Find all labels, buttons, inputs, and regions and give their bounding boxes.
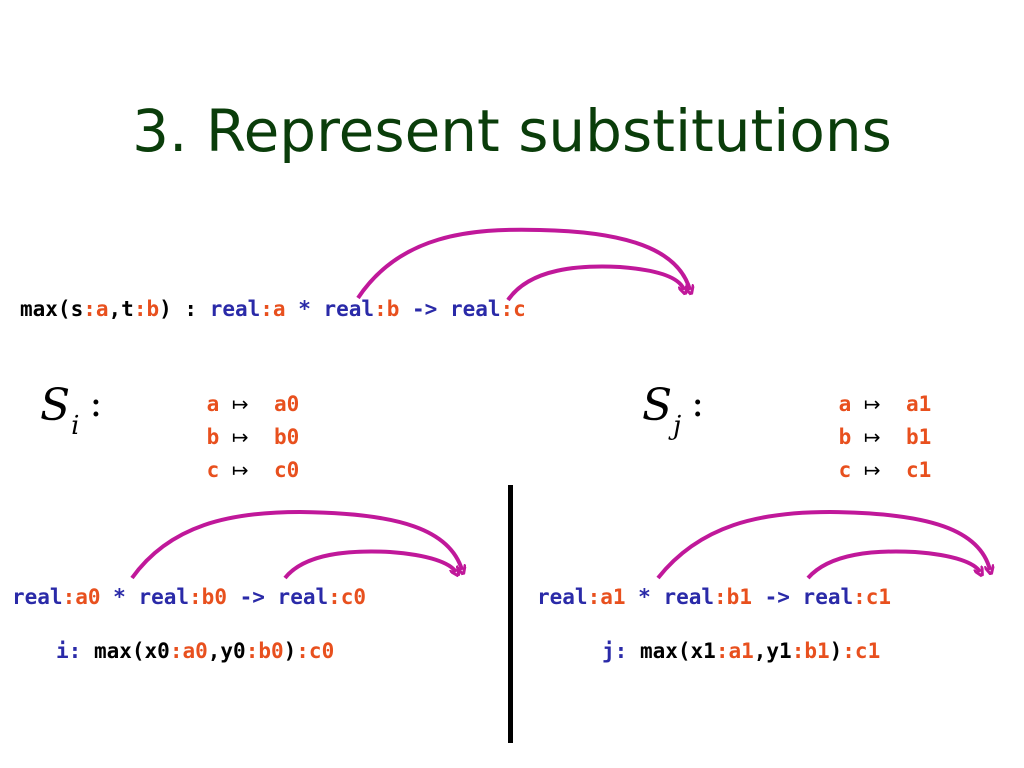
right-type-token: * bbox=[625, 585, 664, 609]
arrow-a0-to-c0 bbox=[130, 509, 462, 580]
signature-token: ) : bbox=[159, 297, 210, 321]
left-instance-token: i: bbox=[56, 639, 82, 663]
left-type-token: real bbox=[138, 585, 190, 609]
left-type-token: real bbox=[12, 585, 63, 609]
subst-i-colon: : bbox=[89, 381, 103, 425]
right-instance-token: ) bbox=[829, 639, 843, 663]
left-instance-token: :a0 bbox=[169, 639, 208, 663]
right-instance-signature: j: max(x1:a1,y1:b1):c1 bbox=[602, 638, 880, 664]
right-instance-token: j: bbox=[602, 639, 628, 663]
max-signature: max(s:a,t:b) : real:a * real:b -> real:c bbox=[20, 296, 526, 322]
signature-token: real bbox=[449, 297, 501, 321]
left-instantiated-type: real:a0 * real:b0 -> real:c0 bbox=[12, 584, 366, 610]
subst-i-row-b: b ↦ b0 bbox=[206, 425, 300, 449]
subst-j-row-b: b ↦ b1 bbox=[838, 425, 932, 449]
right-type-token: real bbox=[663, 585, 715, 609]
subst-i-index: i bbox=[71, 411, 80, 441]
left-type-token: -> bbox=[226, 585, 278, 609]
signature-token: max(s bbox=[20, 297, 84, 321]
subst-i-symbol: S bbox=[40, 380, 71, 431]
signature-token: -> bbox=[399, 297, 450, 321]
subst-j-row-c: c ↦ c1 bbox=[838, 458, 932, 482]
left-instance-signature: i: max(x0:a0,y0:b0):c0 bbox=[56, 638, 334, 664]
signature-token: :b bbox=[374, 297, 400, 321]
signature-token: :b bbox=[133, 297, 160, 321]
signature-token: :a bbox=[260, 297, 286, 321]
slide-title: 3. Represent substitutions bbox=[132, 97, 892, 165]
left-instance-token: ) bbox=[283, 639, 297, 663]
left-type-token: :a0 bbox=[62, 585, 101, 609]
arrow-b-to-c bbox=[506, 264, 684, 302]
left-type-token: :c0 bbox=[328, 585, 367, 609]
arrow-b1-to-c1 bbox=[806, 549, 980, 580]
signature-token: ,t bbox=[108, 297, 134, 321]
arrow-a-to-c bbox=[356, 227, 690, 300]
subst-i-label: Si: bbox=[40, 380, 103, 441]
left-instance-token: :c0 bbox=[296, 639, 335, 663]
vertical-divider bbox=[508, 485, 513, 743]
right-type-token: real bbox=[802, 585, 854, 609]
subst-i-row-c: c ↦ c0 bbox=[206, 458, 300, 482]
left-type-token: * bbox=[100, 585, 139, 609]
right-instance-token: :c1 bbox=[842, 639, 881, 663]
signature-token: real bbox=[209, 297, 261, 321]
signature-token: real bbox=[323, 297, 375, 321]
signature-token: :c bbox=[500, 297, 526, 321]
subst-j-label: Sj: bbox=[642, 380, 705, 441]
right-instance-token: max(x1 bbox=[627, 639, 716, 663]
left-instance-token: ,y0 bbox=[207, 639, 246, 663]
arrow-b0-to-c0 bbox=[283, 549, 456, 580]
right-type-token: real bbox=[537, 585, 588, 609]
subst-j-row-a: a ↦ a1 bbox=[838, 392, 932, 416]
signature-token: :a bbox=[83, 297, 109, 321]
right-instance-token: :b1 bbox=[791, 639, 830, 663]
left-type-token: real bbox=[277, 585, 329, 609]
left-instance-token: max(x0 bbox=[81, 639, 170, 663]
arrow-a1-to-c1 bbox=[656, 509, 990, 580]
left-instance-token: :b0 bbox=[245, 639, 284, 663]
right-instance-token: :a1 bbox=[715, 639, 754, 663]
right-type-token: -> bbox=[751, 585, 803, 609]
subst-j-symbol: S bbox=[642, 380, 673, 431]
signature-token: * bbox=[285, 297, 324, 321]
subst-i-row-a: a ↦ a0 bbox=[206, 392, 300, 416]
right-instance-token: ,y1 bbox=[753, 639, 792, 663]
right-type-token: :a1 bbox=[587, 585, 626, 609]
subst-j-index: j bbox=[673, 411, 682, 441]
subst-j-colon: : bbox=[691, 381, 705, 425]
right-type-token: :c1 bbox=[853, 585, 892, 609]
right-type-token: :b1 bbox=[714, 585, 752, 609]
right-instantiated-type: real:a1 * real:b1 -> real:c1 bbox=[537, 584, 891, 610]
left-type-token: :b0 bbox=[189, 585, 227, 609]
